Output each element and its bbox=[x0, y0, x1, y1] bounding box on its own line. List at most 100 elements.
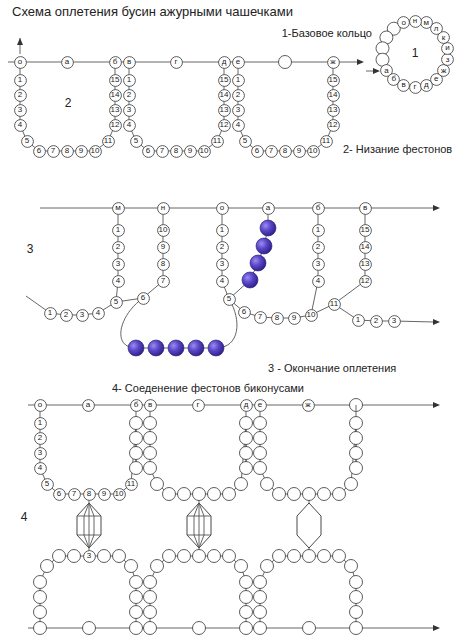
bead-circle bbox=[184, 145, 196, 157]
bead-number: д bbox=[244, 401, 249, 409]
bead-number: 8 bbox=[65, 147, 69, 155]
bead-number: о bbox=[38, 401, 42, 409]
bead-number: 11 bbox=[104, 137, 112, 145]
bead: 2 bbox=[14, 89, 27, 102]
bead: 8 bbox=[279, 145, 292, 158]
bead-circle bbox=[34, 399, 46, 411]
thread bbox=[222, 208, 365, 318]
bead-circle bbox=[359, 241, 371, 253]
bead-circle bbox=[113, 488, 125, 500]
bead-circle bbox=[61, 56, 73, 68]
bead: 9 bbox=[293, 145, 306, 158]
bead-number: 9 bbox=[292, 314, 296, 322]
bead-circle bbox=[92, 307, 104, 319]
festoon-thread bbox=[260, 556, 356, 628]
bead bbox=[130, 606, 143, 619]
bead-circle bbox=[409, 15, 421, 27]
bead-circle bbox=[144, 399, 156, 411]
bead: д bbox=[218, 56, 231, 69]
bead-circle bbox=[398, 17, 410, 29]
bead bbox=[144, 417, 157, 430]
bead-circle bbox=[302, 399, 314, 411]
bead-circle bbox=[359, 275, 371, 287]
bead: 8 bbox=[271, 312, 284, 325]
bead-number: г bbox=[197, 401, 200, 409]
bead bbox=[53, 550, 66, 563]
bead bbox=[125, 560, 138, 573]
bead: 1 bbox=[232, 74, 245, 87]
bead-number: ж bbox=[330, 58, 335, 66]
bead-number: е bbox=[434, 75, 438, 83]
bead: 3 bbox=[112, 258, 125, 271]
bead-circle bbox=[327, 89, 339, 101]
bead-number: 7 bbox=[160, 147, 164, 155]
bead-circle bbox=[157, 275, 169, 287]
bead-circle bbox=[327, 74, 339, 86]
bead: о bbox=[34, 399, 47, 412]
bead: 14 bbox=[327, 89, 340, 102]
bead: 1 bbox=[352, 314, 365, 327]
bead: 13 bbox=[218, 104, 231, 117]
bead-number: и bbox=[445, 44, 449, 52]
bead-number: 4 bbox=[18, 121, 22, 129]
bead-circle bbox=[327, 119, 339, 131]
bead-circle bbox=[123, 89, 135, 101]
bead: 7 bbox=[47, 145, 60, 158]
bead-circle bbox=[14, 56, 26, 68]
bead-number: 10 bbox=[115, 490, 124, 498]
bead-circle bbox=[109, 74, 121, 86]
bead-circle bbox=[123, 56, 135, 68]
bead: а bbox=[82, 399, 95, 412]
bead bbox=[178, 488, 191, 501]
bead-circle bbox=[216, 275, 228, 287]
bead: 3 bbox=[14, 104, 27, 117]
bead-circle bbox=[123, 119, 135, 131]
bead bbox=[350, 417, 363, 430]
bead-circle bbox=[218, 56, 230, 68]
bead: 2 bbox=[34, 432, 47, 445]
bead: а bbox=[61, 56, 74, 69]
bead-circle bbox=[232, 74, 244, 86]
bicone-facets bbox=[187, 503, 211, 548]
bead-number: 7 bbox=[51, 147, 55, 155]
bead-number: в bbox=[127, 58, 131, 66]
bead: е bbox=[232, 56, 245, 69]
purple-bead bbox=[168, 340, 184, 356]
bead-circle bbox=[232, 89, 244, 101]
bead-number: в bbox=[363, 204, 367, 212]
bead: 6 bbox=[33, 145, 46, 158]
bead-number: 9 bbox=[79, 147, 83, 155]
bead-circle bbox=[398, 79, 410, 91]
bead-number: к bbox=[442, 34, 446, 42]
festoon-thread bbox=[238, 62, 333, 151]
bead-circle bbox=[53, 488, 65, 500]
section-number: 3 bbox=[27, 243, 34, 257]
bead-circle bbox=[157, 258, 169, 270]
bead: 1 bbox=[216, 224, 229, 237]
bead-circle bbox=[34, 432, 46, 444]
bead: г bbox=[170, 56, 183, 69]
bead bbox=[350, 606, 363, 619]
bead-number: 3 bbox=[392, 317, 396, 325]
bead-circle bbox=[216, 258, 228, 270]
bead: 3 bbox=[123, 104, 136, 117]
section-note: 4- Соеденение фестонов биконусами bbox=[112, 382, 304, 395]
bead: 6 bbox=[137, 292, 150, 305]
bead-circle bbox=[112, 241, 124, 253]
bead-number: б bbox=[391, 75, 396, 83]
bead-number: 4 bbox=[116, 277, 120, 285]
bead-number: 13 bbox=[361, 260, 370, 268]
bead-number: 2 bbox=[220, 243, 224, 251]
bead-circle bbox=[288, 312, 300, 324]
bead bbox=[279, 56, 292, 69]
bead bbox=[303, 550, 316, 563]
bead: г bbox=[409, 81, 422, 94]
bead-number: 8 bbox=[275, 314, 279, 322]
bead bbox=[318, 488, 331, 501]
bead-circle bbox=[109, 89, 121, 101]
bead: 3 bbox=[388, 315, 401, 328]
bead-circle bbox=[157, 241, 169, 253]
bead-number: 1 bbox=[127, 76, 131, 84]
bead-number: 15 bbox=[111, 76, 120, 84]
